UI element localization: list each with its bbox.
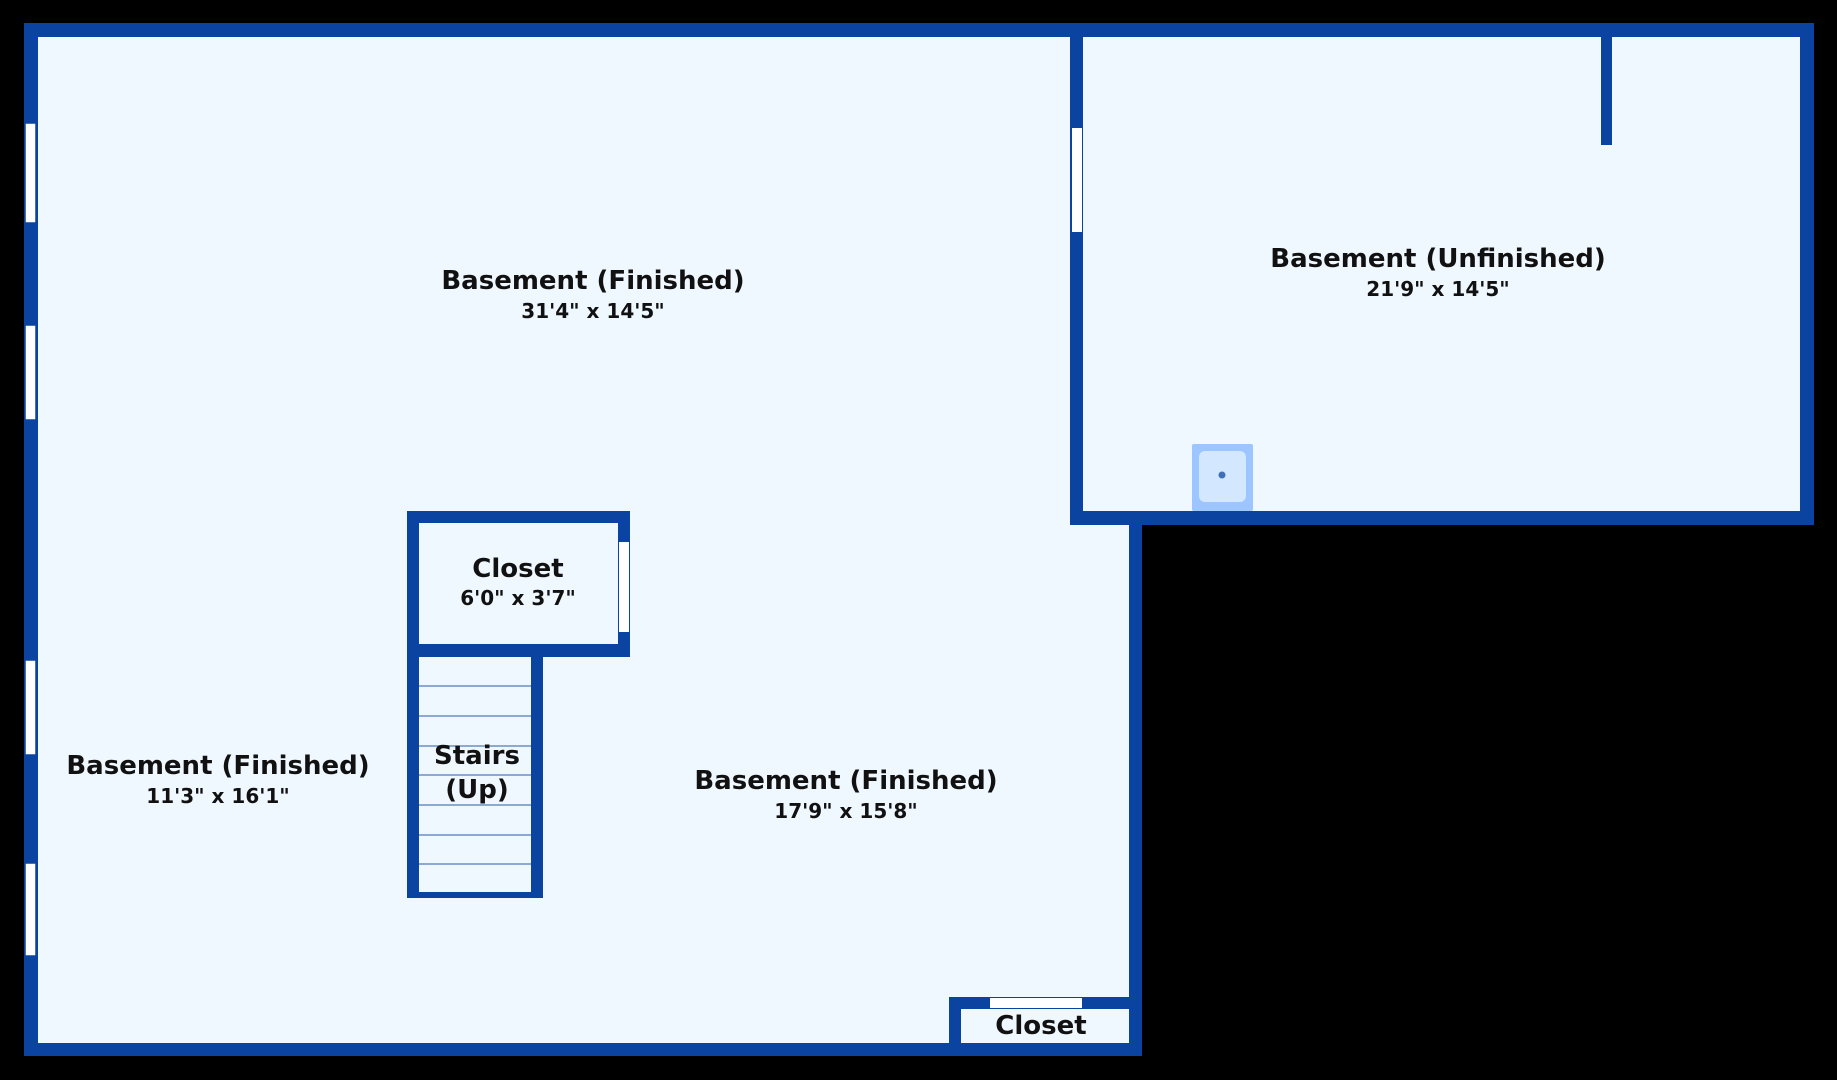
room-label-basement-finished-right: Basement (Finished) 17'9" x 15'8" xyxy=(694,766,997,823)
window-left-4 xyxy=(24,862,37,957)
room-name: Stairs xyxy=(434,741,520,771)
window-left-2 xyxy=(24,324,37,421)
wall-bottom xyxy=(24,1043,1142,1056)
room-label-basement-finished-top: Basement (Finished) 31'4" x 14'5" xyxy=(441,266,744,323)
opening-closet-door xyxy=(619,542,629,632)
floor-fill xyxy=(30,30,1807,1050)
room-dimensions: 31'4" x 14'5" xyxy=(521,299,664,323)
opening-bottom-closet xyxy=(990,998,1082,1008)
window-left-1 xyxy=(24,122,37,224)
wall-bottom-closet-left xyxy=(949,997,961,1056)
wall-stairs-bottom xyxy=(407,892,543,898)
floor-main xyxy=(30,30,1130,1050)
wall-closet-left xyxy=(407,511,419,898)
wall-stairs-right xyxy=(531,644,543,898)
wall-stub xyxy=(1601,23,1612,145)
wall-closet-bottom xyxy=(407,644,630,657)
wall-closet-top xyxy=(407,511,630,523)
room-name: Closet xyxy=(995,1011,1086,1041)
room-label-closet-bottom: Closet xyxy=(995,1011,1086,1041)
room-dimensions: 17'9" x 15'8" xyxy=(774,799,917,823)
room-label-stairs: Stairs (Up) xyxy=(434,741,520,805)
wall-left xyxy=(24,23,38,1056)
walls xyxy=(24,23,1814,1056)
room-name-line2: (Up) xyxy=(445,775,509,805)
openings xyxy=(24,122,1082,1008)
room-name: Closet xyxy=(472,554,563,584)
room-dimensions: 11'3" x 16'1" xyxy=(146,784,289,808)
sink-icon xyxy=(1192,444,1253,511)
room-name: Basement (Unfinished) xyxy=(1270,244,1606,274)
room-dimensions: 21'9" x 14'5" xyxy=(1366,277,1509,301)
window-left-3 xyxy=(24,659,37,756)
wall-right-unfinished xyxy=(1800,23,1814,525)
floor-unfinished xyxy=(1077,30,1807,516)
opening-partition xyxy=(1072,128,1082,232)
room-label-closet-center: Closet 6'0" x 3'7" xyxy=(460,554,576,610)
wall-bottom-unfinished xyxy=(1070,511,1814,525)
room-label-basement-finished-left: Basement (Finished) 11'3" x 16'1" xyxy=(66,751,369,808)
wall-right-main xyxy=(1129,516,1142,1056)
wall-partition xyxy=(1070,23,1083,525)
room-name: Basement (Finished) xyxy=(694,766,997,796)
room-name: Basement (Finished) xyxy=(441,266,744,296)
room-dimensions: 6'0" x 3'7" xyxy=(460,586,576,610)
room-name: Basement (Finished) xyxy=(66,751,369,781)
stair-treads xyxy=(419,685,531,865)
wall-top xyxy=(24,23,1814,37)
room-label-basement-unfinished: Basement (Unfinished) 21'9" x 14'5" xyxy=(1270,244,1606,301)
